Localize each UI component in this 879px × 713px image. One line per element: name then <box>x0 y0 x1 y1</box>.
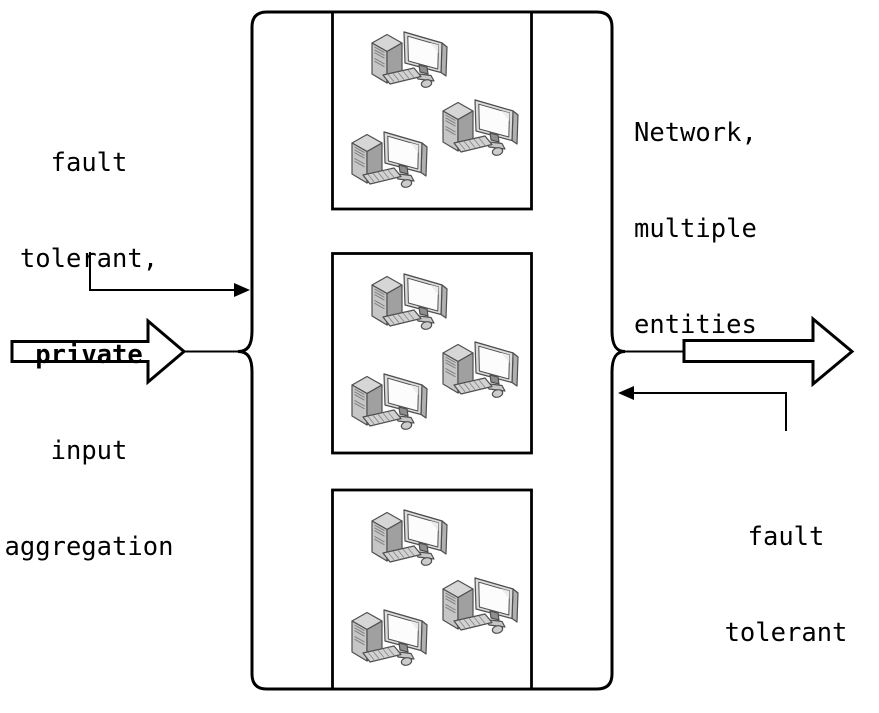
label-line: Network, <box>634 118 757 148</box>
label-line: tolerant <box>724 618 848 648</box>
output-pointer-arrow <box>633 392 787 431</box>
label-line: fault <box>747 522 825 552</box>
input-pointer-arrow <box>89 252 236 291</box>
label-line: tolerant, <box>19 244 159 274</box>
network-boundary-box <box>237 10 626 691</box>
label-line: fault <box>50 148 128 178</box>
output-pointer-arrowhead <box>618 386 634 400</box>
label-line: multiple <box>634 214 757 244</box>
input-aggregation-label: fault tolerant, private input aggregatio… <box>0 83 178 627</box>
label-line: aggregation <box>4 532 174 562</box>
label-line: entities <box>634 310 757 340</box>
output-flow-arrow <box>682 315 855 388</box>
output-aggregation-label: fault tolerant output aggregation <box>696 457 876 713</box>
network-entities-label: Network, multiple entities <box>634 53 757 405</box>
label-line: input <box>50 436 128 466</box>
input-flow-arrow <box>10 317 187 386</box>
label-line-bold: private <box>35 340 143 370</box>
input-pointer-arrowhead <box>234 283 250 297</box>
